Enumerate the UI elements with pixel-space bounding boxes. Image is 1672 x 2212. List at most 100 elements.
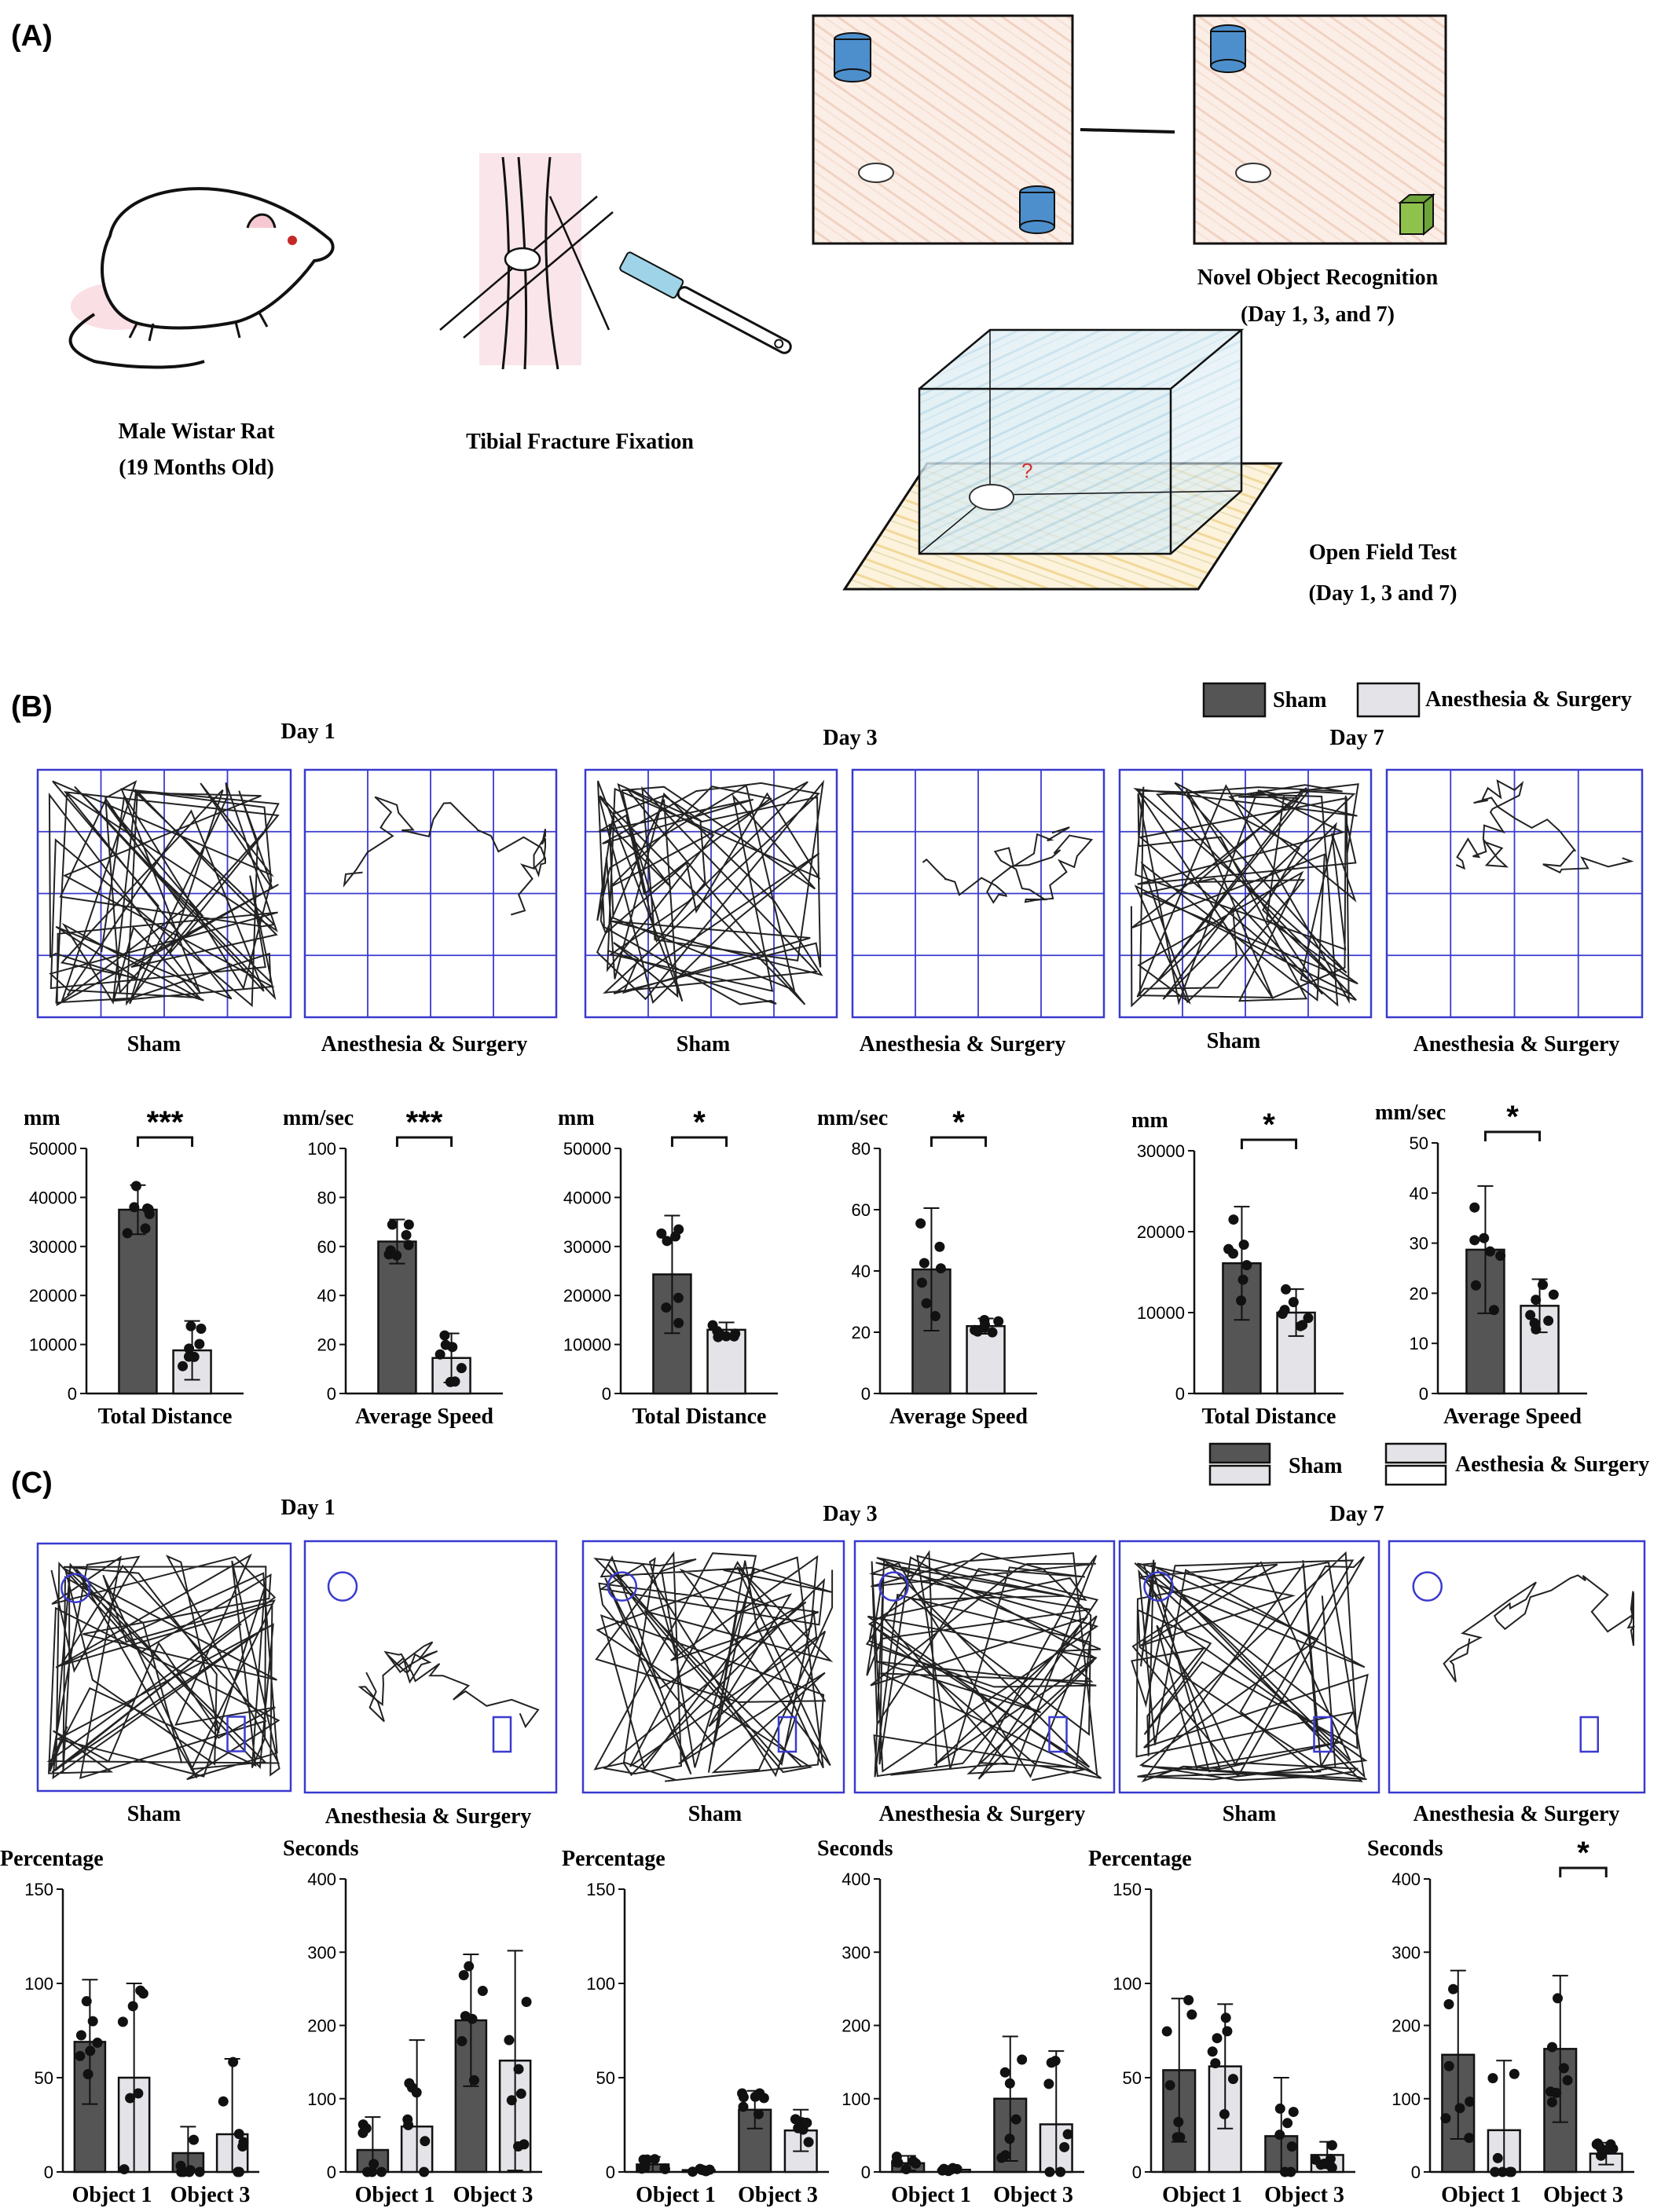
oft-caption: Open Field Test [1309, 540, 1458, 565]
y-tick-label: 10000 [563, 1335, 611, 1355]
nor-object-circle-4 [878, 1571, 909, 1602]
y-tick-label: 0 [602, 1384, 611, 1404]
data-point [85, 2045, 96, 2056]
data-point [987, 1327, 998, 1338]
data-point [1004, 2078, 1015, 2089]
data-point [133, 2088, 144, 2099]
chart-unit-label: Seconds [817, 1837, 893, 1861]
data-point [439, 1330, 450, 1341]
day-label-b-3: Day 7 [1329, 726, 1384, 750]
y-tick-label: 150 [1113, 1880, 1142, 1899]
data-point [662, 1236, 673, 1247]
significance-bracket [670, 1136, 728, 1147]
y-tick-label: 40 [1410, 1184, 1428, 1203]
y-tick-label: 100 [307, 2089, 336, 2109]
nor-arena-1-path [46, 1553, 280, 1781]
data-point [1043, 2078, 1054, 2089]
significance-stars: *** [406, 1105, 443, 1140]
x-category-label: Total Distance [1202, 1404, 1336, 1429]
legend-bottom-surgery: Aesthesia & Surgery [1455, 1452, 1649, 1477]
data-point [696, 2164, 707, 2175]
nor-arena-2 [1193, 14, 1447, 245]
data-point [1059, 2141, 1070, 2152]
oft-days: (Day 1, 3 and 7) [1308, 581, 1457, 606]
data-point [1326, 2140, 1337, 2151]
track-label-c-sham-3: Sham [1223, 1802, 1276, 1826]
data-point [237, 2141, 248, 2152]
data-point [1055, 2166, 1066, 2177]
y-tick-label: 30000 [563, 1237, 611, 1257]
y-tick-label: 10 [1410, 1334, 1428, 1353]
data-point [1004, 2133, 1015, 2144]
significance-bracket [1559, 1866, 1608, 1877]
y-tick-label: 0 [327, 1384, 336, 1404]
data-point [130, 1181, 141, 1192]
x-category-label: Object 1 [355, 2183, 435, 2207]
track-label-b-surg-3: Anesthesia & Surgery [1414, 1032, 1620, 1057]
y-tick-label: 50 [1123, 2068, 1142, 2088]
y-tick-label: 0 [1132, 2163, 1142, 2182]
y-tick-label: 0 [68, 1384, 77, 1404]
data-point [636, 2163, 647, 2174]
chart-unit-label: mm [1131, 1108, 1168, 1133]
y-tick-label: 30000 [1137, 1141, 1185, 1161]
data-point [411, 2087, 422, 2098]
data-point [1303, 1313, 1314, 1324]
data-point [404, 2078, 415, 2089]
track-label-b-sham-1: Sham [127, 1032, 181, 1057]
chart-unit-label: mm/sec [1375, 1101, 1446, 1125]
data-point [143, 1203, 154, 1214]
data-point [1605, 2139, 1616, 2150]
chart-unit-label: mm [558, 1106, 595, 1130]
y-tick-label: 300 [1392, 1943, 1421, 1962]
x-category-label: Average Speed [355, 1404, 493, 1429]
data-point [1227, 1248, 1238, 1259]
x-category-label: Object 3 [1543, 2183, 1623, 2207]
data-point [456, 2036, 468, 2047]
of-arena-3-path [596, 779, 825, 1005]
track-label-c-sham-1: Sham [127, 1802, 181, 1826]
data-point [934, 1241, 945, 1252]
data-point [1546, 2097, 1557, 2108]
y-tick-label: 100 [586, 1974, 615, 1994]
data-point [420, 2136, 431, 2147]
y-tick-label: 400 [842, 1870, 871, 1889]
chart-unit-label: Seconds [283, 1837, 359, 1861]
data-point [1288, 2107, 1299, 2118]
data-point [1274, 2130, 1285, 2141]
data-point [376, 2166, 387, 2177]
nor-object-rect-2 [492, 1716, 512, 1753]
data-point [183, 1351, 194, 1362]
nor-object-circle-5 [1143, 1571, 1174, 1602]
data-point [1443, 2060, 1454, 2071]
y-tick-label: 10000 [29, 1335, 77, 1355]
track-label-b-surg-1: Anesthesia & Surgery [321, 1032, 528, 1057]
nor-arrow [1080, 128, 1175, 134]
data-point [900, 2163, 911, 2174]
data-point [460, 2011, 471, 2022]
data-point [793, 2122, 804, 2133]
rat-illustration [68, 187, 335, 369]
data-point [1286, 2141, 1297, 2152]
data-point [754, 2088, 765, 2099]
y-tick-label: 20000 [563, 1286, 611, 1306]
track-label-c-surg-3: Anesthesia & Surgery [1414, 1802, 1620, 1826]
of-arena-6-path [1455, 779, 1634, 874]
data-point [1469, 1202, 1480, 1213]
track-label-c-surg-1: Anesthesia & Surgery [325, 1804, 532, 1829]
data-point [1440, 2113, 1451, 2124]
data-point [513, 2064, 524, 2075]
y-tick-label: 100 [307, 1139, 336, 1159]
day-label-b-1: Day 1 [280, 720, 335, 744]
chart-unit-label: Seconds [1367, 1837, 1443, 1861]
data-point [504, 2034, 515, 2045]
of-arena-5-path [1130, 782, 1359, 1008]
